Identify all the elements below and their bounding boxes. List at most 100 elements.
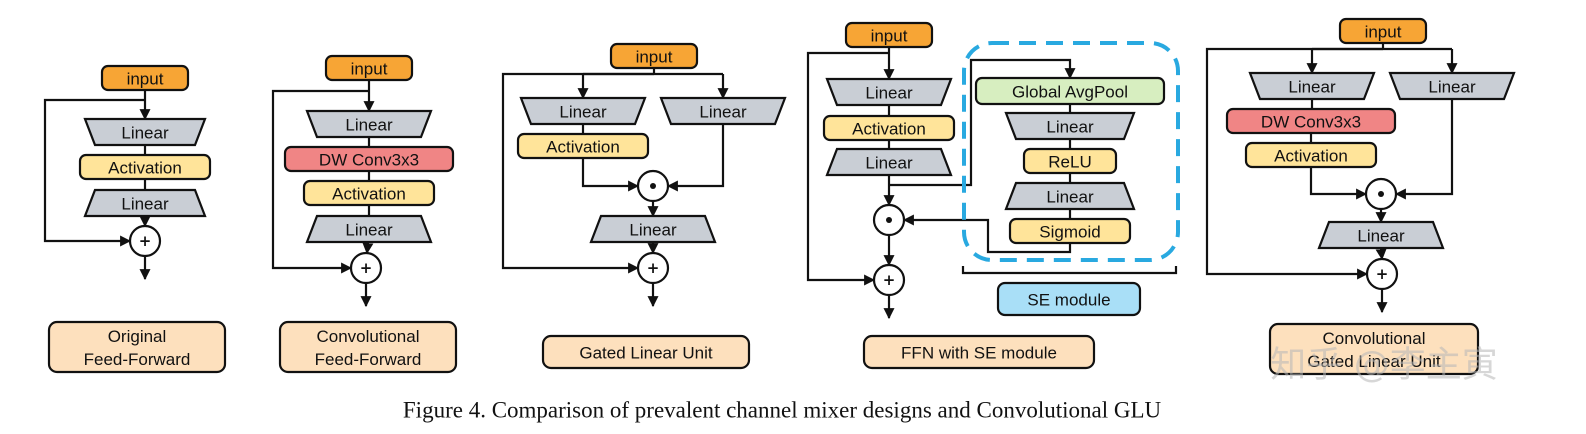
- p3-residual: [501, 72, 654, 274]
- se-module-label-box: [996, 281, 1142, 317]
- conv-glu-label-box: [1268, 322, 1480, 376]
- p1-add-symbol: +: [139, 232, 152, 250]
- p5-linear-b-label: Linear: [1428, 78, 1476, 97]
- p2-activation-box: [302, 179, 436, 207]
- p4-activation-label: Activation: [852, 120, 926, 139]
- p4-relu-box: [1022, 147, 1118, 175]
- p3-linear-b-shape: [659, 96, 787, 126]
- p5-residual: [1205, 47, 1383, 280]
- conv-glu-label-line: Gated Linear Unit: [1307, 352, 1441, 371]
- p4-input-box: [844, 21, 934, 49]
- p3-linear-b-label: Linear: [699, 103, 747, 122]
- p2-residual: [271, 89, 369, 274]
- p5-linear-out-label: Linear: [1357, 227, 1405, 246]
- p4-se-branch: [889, 58, 1076, 187]
- original-ffn-label-box: [47, 320, 227, 374]
- p4-mult-dot: [886, 217, 892, 223]
- glu-label-line: Gated Linear Unit: [579, 344, 713, 363]
- p3-activation-label: Activation: [546, 138, 620, 157]
- p4-se-linear-2-shape: [1004, 181, 1136, 211]
- connector: [666, 124, 725, 192]
- p4-pool-box: [974, 76, 1166, 106]
- ffn-se-label-line: FFN with SE module: [901, 344, 1057, 363]
- se-bracket: [961, 266, 1178, 275]
- p1-input-label: input: [127, 70, 164, 89]
- p2-input-box: [324, 54, 414, 82]
- original-ffn-label-line: Feed-Forward: [84, 350, 191, 369]
- p3-add: [636, 251, 670, 285]
- p5-linear-a-shape: [1248, 71, 1376, 101]
- p3-activation-box: [516, 132, 650, 160]
- glu-label-box: [541, 334, 751, 370]
- p2-activation-label: Activation: [332, 185, 406, 204]
- se-module-label: SE module: [1027, 291, 1110, 310]
- p2-add-symbol: +: [360, 259, 373, 277]
- p4-linear-1-label: Linear: [865, 84, 913, 103]
- p3-linear-a-label: Linear: [559, 103, 607, 122]
- connector: [1309, 167, 1368, 200]
- p5-activation-box: [1244, 141, 1378, 169]
- p4-add: [872, 263, 906, 297]
- p3-input-box: [609, 42, 699, 70]
- p5-linear-a-label: Linear: [1288, 78, 1336, 97]
- figure-caption: Figure 4. Comparison of prevalent channe…: [403, 398, 1162, 423]
- p4-linear-2-label: Linear: [865, 154, 913, 173]
- p3-input-label: input: [636, 48, 673, 67]
- p4-pool-label: Global AvgPool: [1012, 83, 1128, 102]
- p1-linear-2-shape: [83, 188, 207, 218]
- p5-linear-out-shape: [1317, 220, 1445, 250]
- p5-add-symbol: +: [1376, 265, 1389, 283]
- p4-sigmoid-label: Sigmoid: [1039, 223, 1100, 242]
- p4-residual: [806, 51, 889, 286]
- p1-linear-1-shape: [83, 117, 207, 147]
- p5-dwconv-box: [1225, 107, 1397, 135]
- connector: [362, 241, 374, 255]
- p2-dwconv-label: DW Conv3x3: [319, 151, 419, 170]
- p2-dwconv-box: [283, 145, 455, 173]
- watermark: 知乎 @李主寅: [1270, 345, 1497, 386]
- p1-linear-2-label: Linear: [121, 195, 169, 214]
- p5-add: [1365, 257, 1399, 291]
- p5-mult-dot: [1378, 191, 1384, 197]
- p4-se-linear-2-label: Linear: [1046, 188, 1094, 207]
- p1-add: [128, 224, 162, 258]
- p3-linear-out-shape: [589, 214, 717, 244]
- p4-se-linear-1-label: Linear: [1046, 118, 1094, 137]
- p4-sigmoid-box: [1008, 217, 1132, 245]
- connector: [581, 158, 640, 192]
- connector: [1394, 99, 1454, 200]
- conv-glu-label-line: Convolutional: [1322, 329, 1425, 348]
- p4-se-linear-1-shape: [1004, 111, 1136, 141]
- p3-linear-a-shape: [519, 96, 647, 126]
- p1-activation-label: Activation: [108, 159, 182, 178]
- p5-input-box: [1338, 17, 1428, 45]
- se-module-border: [962, 41, 1180, 262]
- connector: [1375, 247, 1387, 261]
- conv-ffn-label-box: [278, 320, 458, 374]
- p2-linear-1-shape: [305, 109, 433, 139]
- p4-se-gate: [902, 214, 1072, 254]
- p2-linear-2-shape: [305, 214, 433, 244]
- p2-input-label: input: [351, 60, 388, 79]
- p1-input-box: [100, 64, 190, 92]
- p2-linear-1-label: Linear: [345, 116, 393, 135]
- p1-residual: [43, 98, 145, 247]
- p5-input-label: input: [1365, 23, 1402, 42]
- p4-linear-1-shape: [825, 77, 953, 107]
- p4-linear-2-shape: [825, 147, 953, 177]
- p1-linear-1-label: Linear: [121, 124, 169, 143]
- conv-ffn-label-line: Feed-Forward: [315, 350, 422, 369]
- p4-add-symbol: +: [883, 271, 896, 289]
- p3-add-symbol: +: [647, 259, 660, 277]
- p3-linear-out-label: Linear: [629, 221, 677, 240]
- conv-ffn-label-line: Convolutional: [316, 327, 419, 346]
- p2-add: [349, 251, 383, 285]
- p3-mult-dot: [650, 183, 656, 189]
- p4-relu-label: ReLU: [1048, 153, 1091, 172]
- p4-input-label: input: [871, 27, 908, 46]
- p5-dwconv-label: DW Conv3x3: [1261, 113, 1361, 132]
- p4-activation-box: [822, 114, 956, 142]
- ffn-se-label-box: [862, 334, 1096, 370]
- p5-activation-label: Activation: [1274, 147, 1348, 166]
